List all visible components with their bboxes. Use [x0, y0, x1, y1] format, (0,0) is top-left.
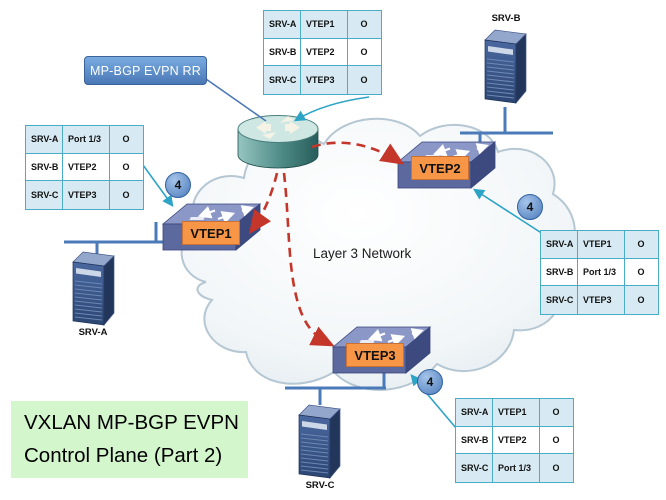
- table-cell: SRV-C: [541, 286, 578, 314]
- table-row: SRV-A VTEP1 O: [264, 11, 381, 39]
- table-row: SRV-A VTEP1 O: [541, 231, 658, 259]
- table-row: SRV-B VTEP2 O: [264, 38, 381, 66]
- step-badge-vtep2: 4: [517, 194, 543, 220]
- connector-srv-a-vtep1: [64, 222, 168, 258]
- mapping-table-left: SRV-A Port 1/3 O SRV-B VTEP2 O SRV-C VTE…: [25, 125, 144, 210]
- table-cell: SRV-C: [264, 66, 301, 94]
- callout-top-table-to-router: [293, 96, 370, 122]
- table-cell: O: [552, 462, 560, 473]
- step-badge-vtep1: 4: [165, 172, 191, 198]
- table-cell: VTEP1: [578, 231, 625, 258]
- table-cell: O: [552, 434, 560, 445]
- table-cell: O: [122, 161, 130, 172]
- table-cell: VTEP1: [493, 399, 540, 426]
- table-cell: Port 1/3: [63, 126, 110, 153]
- vtep3-label: VTEP3: [346, 343, 404, 367]
- callout-right-table-to-vtep2: [472, 188, 544, 235]
- connector-srv-c-vtep3: [285, 372, 386, 405]
- table-row: SRV-C Port 1/3 O: [456, 454, 573, 482]
- mapping-table-bottom-right: SRV-A VTEP1 O SRV-B VTEP2 O SRV-C Port 1…: [455, 398, 574, 483]
- table-row: SRV-B Port 1/3 O: [541, 258, 658, 286]
- table-cell: O: [360, 74, 368, 85]
- table-cell: O: [122, 134, 130, 145]
- table-row: SRV-A Port 1/3 O: [26, 126, 143, 154]
- srv-c-label: SRV-C: [305, 480, 335, 491]
- table-cell: O: [637, 294, 645, 305]
- srv-b-label: SRV-B: [491, 13, 521, 24]
- callout-left-table-to-vtep1: [142, 164, 174, 207]
- table-cell: SRV-A: [26, 126, 63, 153]
- table-cell: SRV-A: [456, 399, 493, 426]
- table-row: SRV-C VTEP3 O: [541, 286, 658, 314]
- table-cell: SRV-B: [456, 426, 493, 453]
- table-cell: VTEP3: [578, 286, 625, 314]
- table-row: SRV-B VTEP2 O: [26, 153, 143, 181]
- mapping-table-right: SRV-A VTEP1 O SRV-B Port 1/3 O SRV-C VTE…: [540, 230, 659, 315]
- table-cell: SRV-B: [264, 38, 301, 65]
- table-cell: VTEP3: [63, 181, 110, 209]
- srv-a-label: SRV-A: [78, 327, 108, 338]
- table-cell: SRV-B: [541, 258, 578, 285]
- srv-b-server-icon: [484, 29, 527, 104]
- table-row: SRV-B VTEP2 O: [456, 426, 573, 454]
- table-cell: VTEP3: [301, 66, 348, 94]
- srv-a-server-icon: [72, 251, 115, 326]
- table-cell: SRV-A: [541, 231, 578, 258]
- table-cell: O: [360, 19, 368, 30]
- title-line-1: VXLAN MP-BGP EVPN: [24, 411, 239, 434]
- table-cell: SRV-A: [264, 11, 301, 38]
- table-cell: Port 1/3: [578, 258, 625, 285]
- table-cell: O: [637, 239, 645, 250]
- vtep2-label: VTEP2: [411, 156, 469, 180]
- table-row: SRV-A VTEP1 O: [456, 399, 573, 427]
- table-cell: VTEP2: [493, 426, 540, 453]
- table-cell: VTEP1: [301, 11, 348, 38]
- table-cell: O: [360, 46, 368, 57]
- vtep1-label: VTEP1: [182, 221, 240, 245]
- table-cell: O: [637, 266, 645, 277]
- step-badge-vtep3: 4: [417, 369, 443, 395]
- title-line-2: Control Plane (Part 2): [24, 444, 223, 467]
- table-cell: VTEP2: [301, 38, 348, 65]
- srv-c-server-icon: [298, 404, 341, 479]
- mapping-table-top: SRV-A VTEP1 O SRV-B VTEP2 O SRV-C VTEP3 …: [263, 10, 382, 95]
- table-cell: SRV-C: [26, 181, 63, 209]
- bgp-route-arrow-to-vtep1: [248, 172, 279, 235]
- bgp-route-arrow-to-vtep2: [311, 141, 405, 165]
- bgp-route-arrow-to-vtep3: [282, 172, 335, 347]
- table-cell: O: [552, 407, 560, 418]
- table-cell: VTEP2: [63, 153, 110, 180]
- table-cell: SRV-B: [26, 153, 63, 180]
- layer3-network-label: Layer 3 Network: [313, 246, 412, 261]
- title-block: VXLAN MP-BGP EVPN Control Plane (Part 2): [11, 401, 248, 478]
- callout-rr-label-to-router: [205, 78, 267, 122]
- table-cell: O: [122, 189, 130, 200]
- mp-bgp-evpn-rr-label: MP-BGP EVPN RR: [84, 56, 207, 85]
- router-icon: [237, 115, 319, 169]
- table-cell: SRV-C: [456, 454, 493, 482]
- table-row: SRV-C VTEP3 O: [264, 66, 381, 94]
- bgp-route-arrows: [248, 141, 405, 347]
- table-cell: Port 1/3: [493, 454, 540, 482]
- table-row: SRV-C VTEP3 O: [26, 181, 143, 209]
